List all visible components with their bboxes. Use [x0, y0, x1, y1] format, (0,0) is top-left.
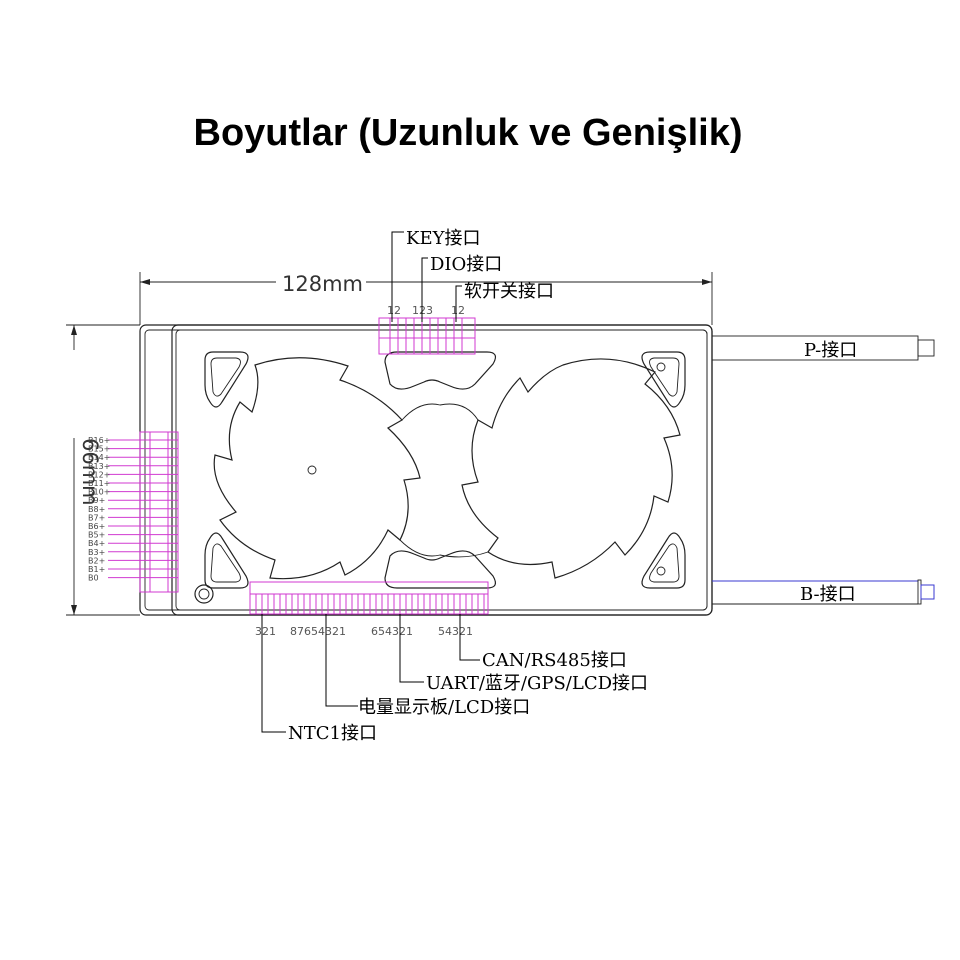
- top-connectors: 12 123 12: [378, 304, 476, 355]
- heatsink-left: [213, 357, 421, 580]
- balance-pin-label: B0: [88, 574, 99, 583]
- balance-pin-label: B13+: [88, 462, 110, 471]
- balance-pin-label: B12+: [88, 470, 110, 479]
- balance-pin-label: B14+: [88, 453, 110, 462]
- key-connector-pins: [389, 318, 407, 354]
- key-connector-label: KEY接口: [406, 228, 480, 249]
- can-connector-label: CAN/RS485接口: [482, 650, 627, 671]
- key-pin-numbers: 12: [387, 304, 401, 317]
- p-port-label: P-接口: [804, 340, 857, 361]
- soft-switch-connector-pins: [453, 318, 463, 354]
- center-neck: [399, 403, 489, 558]
- top-leader-lines: [391, 231, 462, 322]
- length-dimension: [139, 272, 713, 325]
- balance-pin-label: B4+: [88, 539, 105, 548]
- bottom-connectors: 321 87654321 654321 54321: [249, 581, 489, 638]
- bottom-leader-lines: [261, 614, 480, 733]
- page-title: Boyutlar (Uzunluk ve Genişlik): [193, 112, 743, 154]
- balance-pin-label: B11+: [88, 479, 110, 488]
- width-dimension: [66, 324, 140, 616]
- balance-pin-label: B10+: [88, 488, 110, 497]
- b-port-label: B-接口: [800, 584, 856, 605]
- balance-pin-label: B16+: [88, 436, 110, 445]
- display-connector-label: 电量显示板/LCD接口: [358, 697, 530, 718]
- soft-switch-connector-label: 软开关接口: [464, 281, 554, 302]
- balance-pin-label: B8+: [88, 505, 105, 514]
- balance-connector: [108, 431, 179, 593]
- heatsink-right: [461, 358, 681, 579]
- corner-mounting-holes: [204, 351, 686, 589]
- dio-connector-label: DIO接口: [430, 254, 502, 275]
- board-outline: [139, 324, 713, 616]
- uart-connector-label: UART/蓝牙/GPS/LCD接口: [426, 673, 648, 694]
- b-port: [712, 579, 935, 605]
- balance-pin-label: B15+: [88, 445, 110, 454]
- balance-pin-label: B2+: [88, 556, 105, 565]
- balance-pin-label: B3+: [88, 548, 105, 557]
- balance-pin-label: B5+: [88, 531, 105, 540]
- can-pin-numbers: 54321: [438, 625, 473, 638]
- center-bridge: [384, 351, 497, 589]
- length-label: 128mm: [282, 272, 363, 296]
- balance-pin-label: B7+: [88, 513, 105, 522]
- ntc-connector-label: NTC1接口: [288, 723, 377, 744]
- p-port: [711, 335, 935, 361]
- width-label: 66mm: [78, 438, 102, 506]
- dio-connector-pins: [413, 318, 447, 354]
- uart-pin-numbers: 654321: [371, 625, 413, 638]
- balance-pin-label: B1+: [88, 565, 105, 574]
- balance-pin-label: B9+: [88, 496, 105, 505]
- balance-pin-labels: B16+B15+B14+B13+B12+B11+B10+B9+B8+B7+B6+…: [88, 436, 110, 583]
- display-pin-numbers: 87654321: [290, 625, 346, 638]
- screw-hole: [194, 584, 214, 604]
- soft-switch-pin-numbers: 12: [451, 304, 465, 317]
- balance-pin-label: B6+: [88, 522, 105, 531]
- ntc-pin-numbers: 321: [255, 625, 276, 638]
